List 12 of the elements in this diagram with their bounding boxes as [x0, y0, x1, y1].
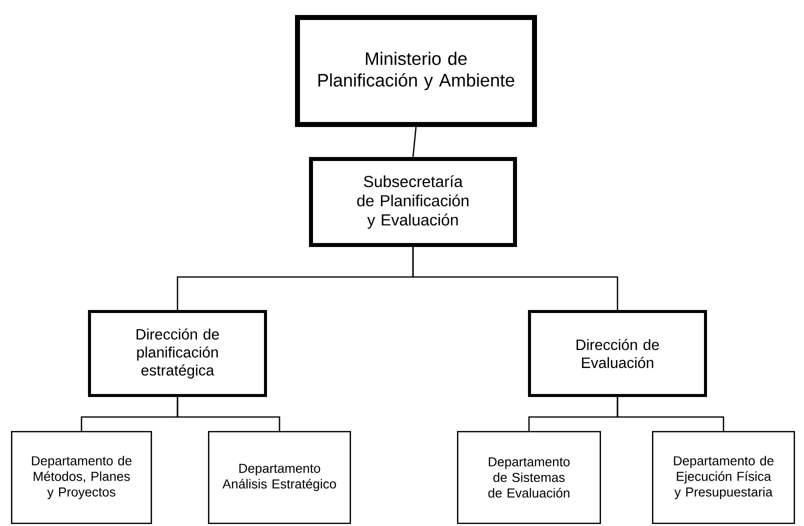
org-box: Departamento Análisis Estratégico — [208, 431, 351, 524]
org-box: Departamento de Métodos, Planes y Proyectos — [11, 431, 152, 524]
org-box: Dirección de planificación estratégica — [88, 310, 267, 397]
org-box: Departamento de Ejecución Física y Presupuestaria — [652, 431, 795, 524]
org-box: Subsecretaría de Planificación y Evaluación — [309, 157, 517, 247]
org-box: Departamento de Sistemas de Evaluación — [457, 431, 601, 524]
connector-line — [616, 397, 724, 431]
org-box: Ministerio de Planificación y Ambiente — [295, 15, 537, 127]
org-box: Dirección de Evaluación — [528, 310, 707, 397]
connector-line — [176, 397, 280, 431]
connector-line — [412, 126, 417, 158]
connector-line — [412, 247, 618, 310]
